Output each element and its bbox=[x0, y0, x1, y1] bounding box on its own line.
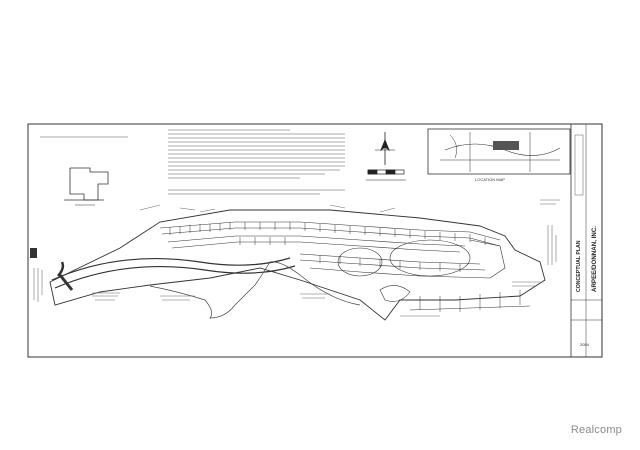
site-boundary bbox=[49, 209, 546, 321]
location-map-inset: LOCATION MAP bbox=[427, 128, 571, 182]
lot-lines bbox=[409, 290, 531, 312]
right-side-notes bbox=[547, 225, 557, 265]
company-name: ARPEE/DONNAN, INC. bbox=[591, 226, 598, 292]
creek bbox=[149, 261, 361, 319]
unit-rows bbox=[159, 221, 501, 279]
property-description-block bbox=[168, 129, 345, 195]
sheet-number: 2054 bbox=[580, 342, 590, 347]
annotations bbox=[92, 199, 560, 317]
watermark: Realcomp bbox=[570, 424, 622, 436]
cul-de-sac-cluster bbox=[337, 239, 506, 302]
access-road bbox=[51, 257, 296, 291]
left-side-notes bbox=[30, 248, 43, 302]
sheet-border bbox=[27, 123, 603, 358]
location-map-label: LOCATION MAP bbox=[475, 177, 505, 182]
unit-ticks bbox=[169, 222, 486, 272]
title-block bbox=[570, 123, 603, 358]
typical-unit-sketch bbox=[64, 167, 109, 206]
north-arrow-icon bbox=[375, 132, 395, 165]
scale-bar bbox=[366, 169, 406, 181]
plan-title: CONCEPTUAL PLAN bbox=[576, 240, 582, 292]
